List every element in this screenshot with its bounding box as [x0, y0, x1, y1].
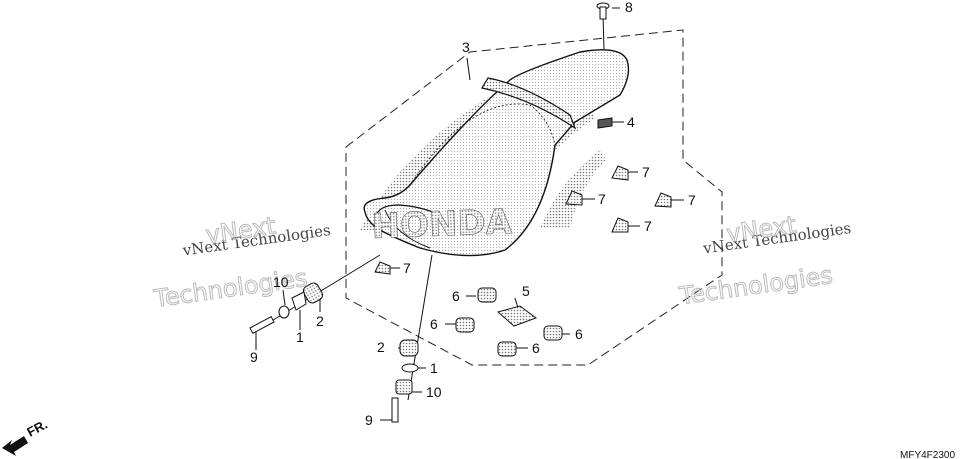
dampers-part-6: [455, 287, 563, 357]
assembly-outline: [345, 29, 723, 366]
watermark-right: vNext Technologies vNext Technologies: [676, 210, 852, 311]
callout-7: 7: [642, 164, 650, 180]
callout-1: 1: [430, 360, 438, 376]
svg-text:Technologies: Technologies: [677, 261, 835, 310]
callout-6: 6: [532, 340, 540, 356]
callout-7: 7: [403, 260, 411, 276]
diagram-code: MFY4F2300: [900, 450, 955, 459]
callout-2: 2: [377, 339, 385, 355]
callout-7: 7: [598, 191, 606, 207]
callout-8: 8: [625, 0, 633, 15]
callout-6: 6: [430, 316, 438, 332]
nuts-part-7: [374, 165, 672, 275]
callout-9: 9: [250, 349, 258, 365]
callout-5: 5: [522, 283, 530, 299]
callout-1: 1: [296, 329, 304, 345]
seat: [363, 49, 630, 257]
block-part-5: [496, 305, 538, 327]
bolt-part-8: [596, 2, 610, 20]
watermark-left: vNext Technologies vNext Technologies: [151, 211, 332, 313]
front-direction-arrow: [2, 436, 28, 456]
callout-7: 7: [644, 218, 652, 234]
callout-6: 6: [575, 326, 583, 342]
callout-numbers: 8 3 4 7 7 7 7 7 6 6 6 6 5 2 1 10 9 10 2 …: [250, 0, 696, 428]
callout-10: 10: [426, 384, 442, 400]
callout-10: 10: [273, 274, 289, 290]
callout-4: 4: [627, 114, 635, 130]
bottom-hardware: [391, 339, 419, 423]
left-hardware: [249, 282, 324, 334]
front-direction-label: FR.: [24, 417, 50, 440]
callout-7: 7: [688, 192, 696, 208]
callout-6: 6: [452, 288, 460, 304]
nut-part-4: [597, 117, 613, 129]
callout-2: 2: [316, 313, 324, 329]
callout-9: 9: [365, 412, 373, 428]
honda-logo-text: HONDA: [371, 202, 513, 247]
callout-3: 3: [462, 39, 470, 55]
